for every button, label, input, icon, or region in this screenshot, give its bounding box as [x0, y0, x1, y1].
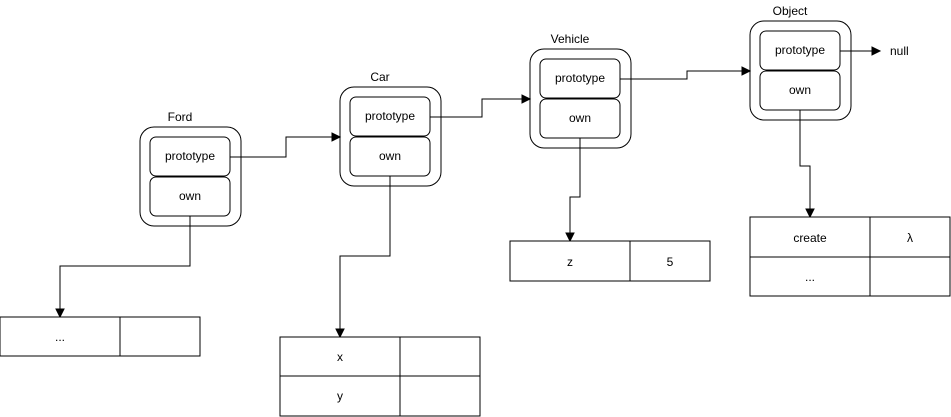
vehicle-own-cell-value — [629, 240, 711, 282]
car-own-table: x y — [279, 336, 481, 417]
ford-own-table: ... — [0, 316, 201, 357]
car-own-row2-value — [399, 375, 481, 417]
car-own-row1-key-text: x — [337, 350, 343, 364]
vehicle-own-label: own — [569, 111, 591, 125]
object-own-link — [799, 110, 811, 210]
vehicle-prototype-label: prototype — [555, 71, 605, 85]
object-own-arrowhead — [805, 208, 815, 219]
object-own-row2-value — [869, 256, 951, 297]
car-own-row1-value — [399, 336, 481, 377]
null-label: null — [890, 44, 909, 58]
vehicle-own-link — [569, 138, 581, 234]
object-title: Object — [773, 4, 808, 18]
object-own-row2-key-text: ... — [805, 270, 815, 284]
object-own-row1-value — [869, 216, 951, 258]
ford-node: Ford prototype own — [139, 110, 242, 227]
ford-prototype-label: prototype — [165, 149, 215, 163]
object-prototype-label: prototype — [775, 43, 825, 57]
object-own-row1-value-text: λ — [907, 231, 913, 245]
object-own-row2-key — [749, 256, 871, 297]
car-node: Car prototype own — [339, 70, 442, 187]
vehicle-own-table: z 5 — [509, 240, 711, 282]
car-own-row1-key — [279, 336, 401, 377]
ford-own-key-text: ... — [55, 330, 65, 344]
ford-to-car-arrowhead — [331, 132, 342, 142]
car-own-label: own — [379, 149, 401, 163]
car-to-vehicle-link — [430, 98, 523, 118]
car-own-row2-key — [279, 375, 401, 417]
object-to-null-arrowhead — [871, 46, 882, 56]
car-to-vehicle-arrowhead — [521, 94, 532, 104]
car-own-row2-key-text: y — [337, 389, 343, 403]
vehicle-own-arrowhead — [565, 232, 575, 243]
vehicle-to-object-link — [620, 70, 743, 80]
prototype-links: null — [230, 44, 909, 158]
vehicle-own-key-text: z — [567, 255, 573, 269]
object-own-row1-key-text: create — [793, 231, 827, 245]
vehicle-to-object-arrowhead — [741, 66, 752, 76]
vehicle-title: Vehicle — [551, 32, 590, 46]
car-prototype-label: prototype — [365, 109, 415, 123]
vehicle-own-cell-key — [509, 240, 631, 282]
object-own-table: create λ ... — [749, 216, 951, 297]
ford-own-cell-value — [119, 316, 201, 357]
ford-own-label: own — [179, 189, 201, 203]
ford-to-car-link — [230, 136, 333, 158]
ford-title: Ford — [168, 110, 193, 124]
object-node: Object prototype own — [749, 4, 852, 121]
car-own-arrowhead — [335, 328, 345, 339]
vehicle-node: Vehicle prototype own — [529, 32, 632, 149]
ford-own-arrowhead — [55, 308, 65, 319]
car-title: Car — [370, 70, 389, 84]
vehicle-own-value-text: 5 — [667, 255, 674, 269]
own-links — [55, 110, 815, 339]
ford-own-link — [59, 216, 191, 310]
object-own-row1-key — [749, 216, 871, 258]
object-own-label: own — [789, 83, 811, 97]
car-own-link — [339, 176, 391, 330]
